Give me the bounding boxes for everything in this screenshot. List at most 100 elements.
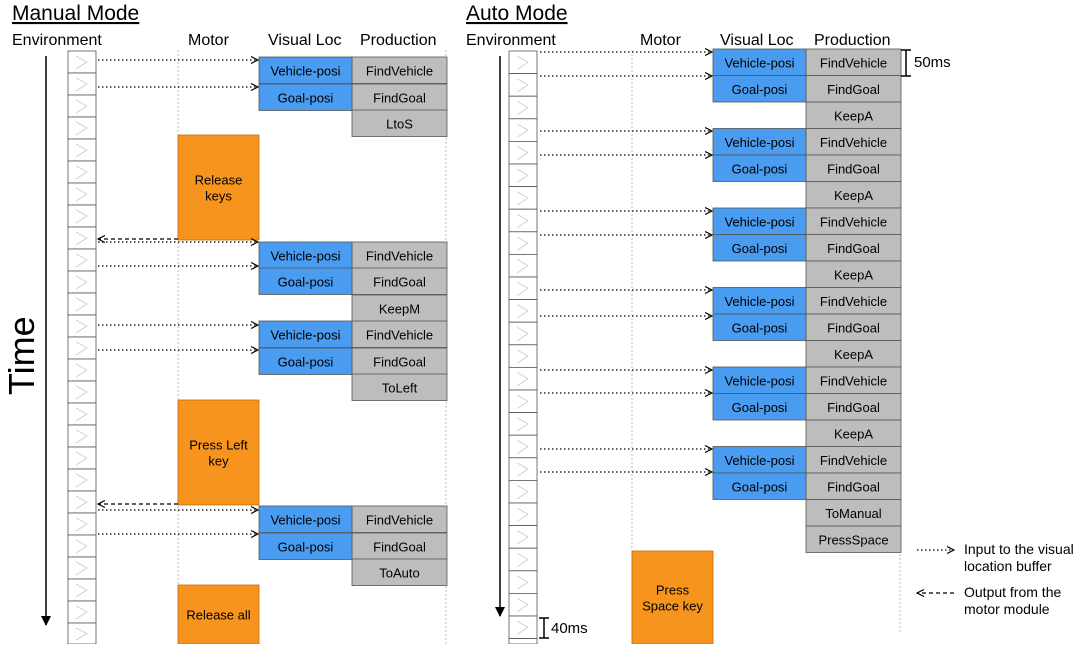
auto-production-box-label: KeepA bbox=[834, 188, 873, 203]
auto-production-box: FindVehicle bbox=[805, 366, 902, 394]
environment-frame bbox=[67, 402, 97, 426]
environment-frame bbox=[67, 468, 97, 492]
auto-production-box: FindVehicle bbox=[805, 128, 902, 156]
manual-production-box-label: FindGoal bbox=[373, 90, 426, 105]
manual-motor-header: Motor bbox=[188, 32, 230, 49]
auto-production-box-label: FindGoal bbox=[827, 82, 880, 97]
manual-visual-box: Goal-posi bbox=[258, 532, 353, 560]
auto-production-box-label: PressSpace bbox=[818, 532, 888, 547]
auto-environment-header: Environment bbox=[466, 32, 556, 49]
manual-visual-box-label: Goal-posi bbox=[278, 90, 334, 105]
environment-frame bbox=[508, 593, 538, 617]
auto-visual-box: Vehicle-posi bbox=[712, 128, 807, 156]
legend-output-line2: motor module bbox=[964, 601, 1050, 617]
legend: Input to the visual location buffer Outp… bbox=[917, 541, 1074, 617]
manual-visual-box: Goal-posi bbox=[258, 83, 353, 111]
auto-production-box: KeepA bbox=[805, 260, 902, 288]
auto-mode-title: Auto Mode bbox=[466, 2, 568, 25]
auto-visual-box-label: Goal-posi bbox=[732, 320, 788, 335]
environment-frame bbox=[508, 186, 538, 210]
manual-visual-loc-header: Visual Loc bbox=[268, 32, 342, 49]
manual-visual-box-label: Vehicle-posi bbox=[270, 327, 340, 342]
manual-production-box-label: LtoS bbox=[386, 116, 413, 131]
auto-production-box: FindGoal bbox=[805, 154, 902, 182]
manual-production-box: FindGoal bbox=[351, 347, 448, 375]
manual-visual-box: Vehicle-posi bbox=[258, 241, 353, 269]
auto-production-box-label: FindGoal bbox=[827, 320, 880, 335]
manual-visual-box-label: Goal-posi bbox=[278, 274, 334, 289]
manual-environment-header: Environment bbox=[12, 32, 102, 49]
auto-production-box-label: FindGoal bbox=[827, 479, 880, 494]
auto-visual-box: Goal-posi bbox=[712, 154, 807, 182]
legend-output-line1: Output from the bbox=[964, 584, 1061, 600]
environment-frame bbox=[67, 226, 97, 250]
manual-production-box: FindVehicle bbox=[351, 505, 448, 533]
environment-frame bbox=[508, 638, 538, 645]
environment-frame bbox=[508, 50, 538, 75]
environment-frame bbox=[508, 231, 538, 255]
auto-motor-box-press-space-line-1: Press bbox=[656, 583, 690, 598]
environment-frame bbox=[67, 600, 97, 624]
manual-visual-box: Goal-posi bbox=[258, 267, 353, 295]
environment-frame bbox=[508, 525, 538, 549]
manual-production-box: FindVehicle bbox=[351, 241, 448, 269]
environment-frame bbox=[67, 138, 97, 162]
environment-frame bbox=[67, 292, 97, 316]
auto-production-box: PressSpace bbox=[805, 525, 902, 553]
manual-visual-box: Goal-posi bbox=[258, 347, 353, 375]
environment-frame bbox=[67, 116, 97, 140]
environment-step-label: 40ms bbox=[551, 620, 588, 637]
manual-production-box-label: FindVehicle bbox=[366, 327, 433, 342]
auto-motor-header: Motor bbox=[640, 32, 682, 49]
environment-frame bbox=[67, 424, 97, 448]
environment-frame bbox=[508, 321, 538, 346]
auto-visual-box-label: Vehicle-posi bbox=[724, 135, 794, 150]
auto-visual-box-label: Vehicle-posi bbox=[724, 214, 794, 229]
manual-production-box-label: FindGoal bbox=[373, 354, 426, 369]
auto-visual-box-label: Vehicle-posi bbox=[724, 453, 794, 468]
auto-motor-box-press-space-line-2: Space key bbox=[642, 599, 703, 614]
environment-frame bbox=[67, 72, 97, 96]
auto-visual-box: Goal-posi bbox=[712, 393, 807, 421]
manual-environment-column bbox=[67, 50, 97, 645]
auto-production-box-label: FindVehicle bbox=[820, 453, 887, 468]
manual-production-box-label: FindGoal bbox=[373, 274, 426, 289]
environment-frame bbox=[508, 457, 538, 481]
auto-production-box: FindVehicle bbox=[805, 287, 902, 315]
auto-production-box: KeepA bbox=[805, 181, 902, 209]
environment-frame bbox=[508, 208, 538, 233]
environment-frame bbox=[67, 490, 97, 514]
manual-production-box-label: ToLeft bbox=[382, 380, 418, 395]
manual-production-box: FindGoal bbox=[351, 532, 448, 560]
auto-visual-box-label: Goal-posi bbox=[732, 479, 788, 494]
environment-frame bbox=[67, 336, 97, 360]
manual-motor-box-press-left-line-1: Press Left bbox=[189, 438, 248, 453]
legend-input-line1: Input to the visual bbox=[964, 541, 1074, 557]
auto-production-box-label: KeepA bbox=[834, 347, 873, 362]
auto-visual-box-label: Goal-posi bbox=[732, 400, 788, 415]
auto-production-box-label: FindVehicle bbox=[820, 214, 887, 229]
auto-visual-box: Vehicle-posi bbox=[712, 48, 807, 76]
environment-frame bbox=[67, 94, 97, 118]
environment-frame bbox=[508, 615, 538, 640]
environment-frame bbox=[508, 570, 538, 594]
manual-production-box: ToLeft bbox=[351, 373, 448, 401]
auto-production-box-label: FindVehicle bbox=[820, 55, 887, 70]
production-step-marker: 50ms bbox=[901, 49, 951, 77]
manual-motor-box-press-left-line-2: key bbox=[208, 454, 229, 469]
environment-frame bbox=[67, 446, 97, 470]
manual-visual-box-label: Vehicle-posi bbox=[270, 63, 340, 78]
auto-production-box: KeepA bbox=[805, 340, 902, 368]
manual-production-box-label: FindVehicle bbox=[366, 63, 433, 78]
environment-frame bbox=[67, 622, 97, 645]
environment-frame bbox=[67, 556, 97, 580]
environment-frame bbox=[508, 276, 538, 301]
auto-production-box: FindVehicle bbox=[805, 48, 902, 76]
environment-frame bbox=[67, 248, 97, 272]
environment-frame bbox=[67, 358, 97, 382]
auto-production-box-label: FindVehicle bbox=[820, 373, 887, 388]
manual-production-box-label: FindGoal bbox=[373, 539, 426, 554]
environment-frame bbox=[67, 204, 97, 228]
auto-visual-box-label: Goal-posi bbox=[732, 82, 788, 97]
